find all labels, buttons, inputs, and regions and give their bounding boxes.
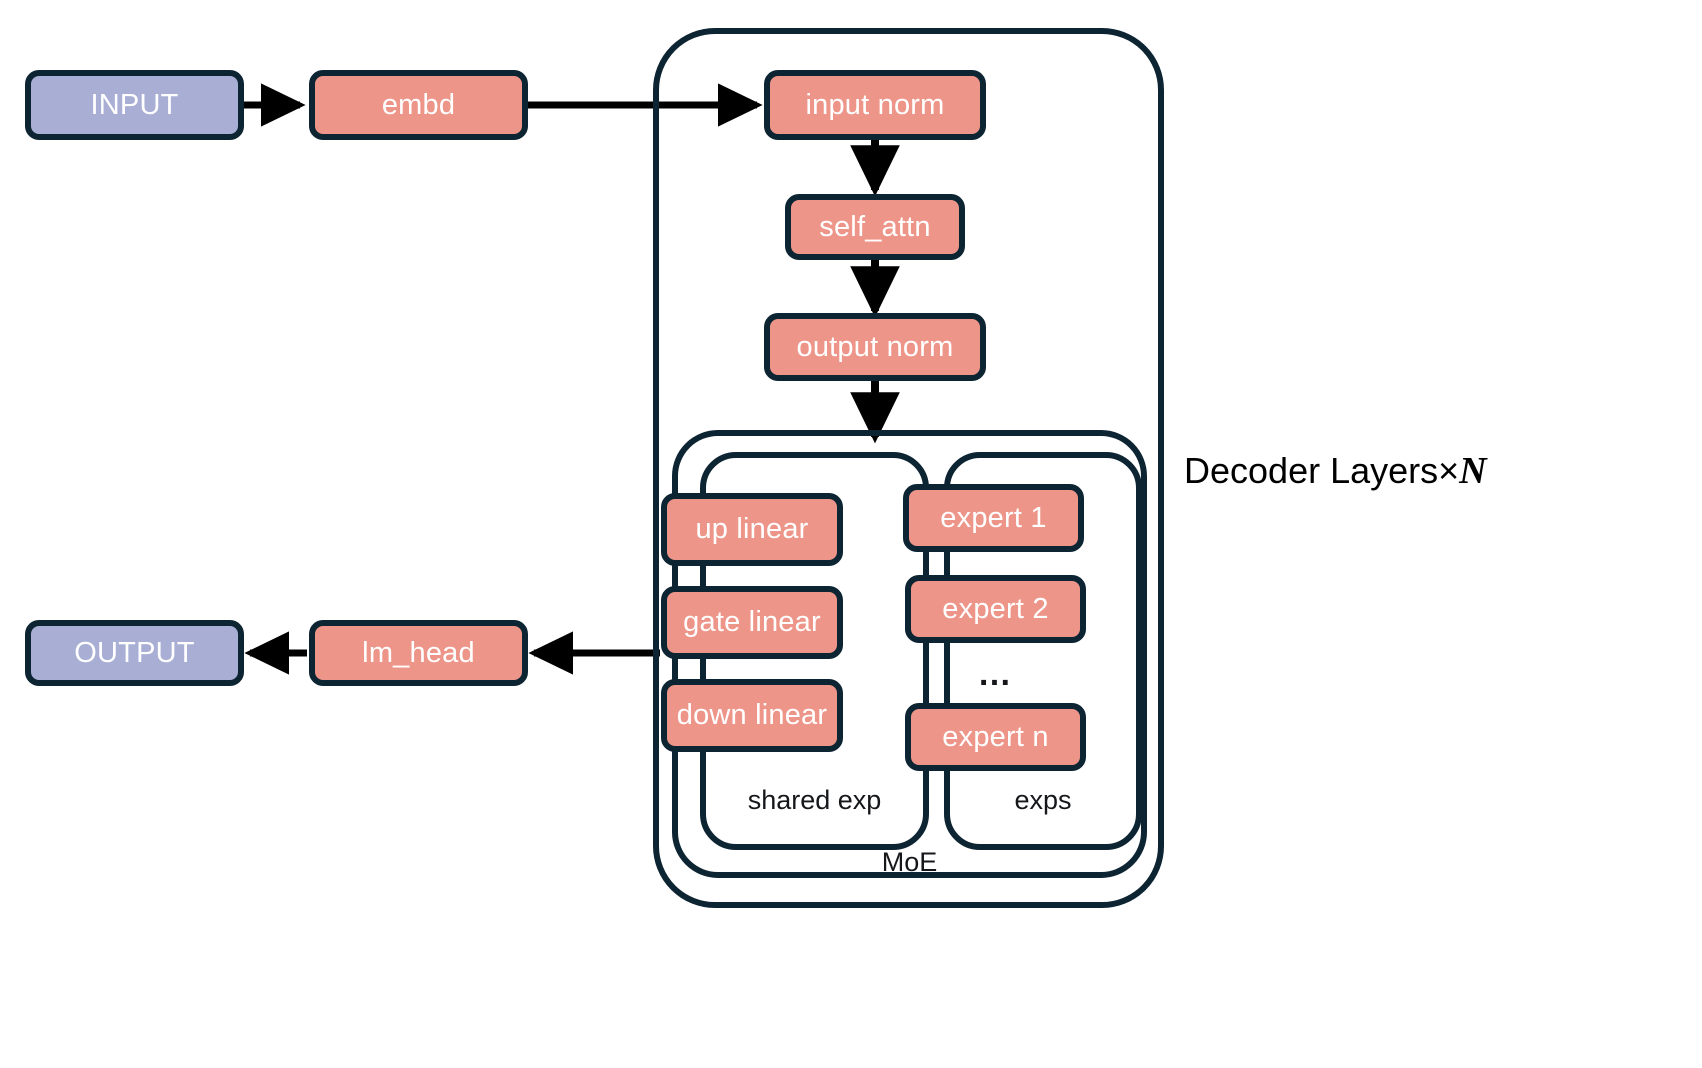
node-lm-head[interactable]: lm_head [309, 620, 528, 686]
node-output[interactable]: OUTPUT [25, 620, 244, 686]
exps-group-label: exps [1014, 785, 1072, 815]
node-up-linear[interactable]: up linear [661, 493, 843, 566]
node-embd[interactable]: embd [309, 70, 528, 140]
shared-exp-group-label: shared exp [747, 785, 882, 815]
node-input-norm[interactable]: input norm [764, 70, 986, 140]
decoder-layers-group [653, 28, 1164, 908]
node-gate-linear[interactable]: gate linear [661, 586, 843, 659]
node-expert-n[interactable]: expert n [905, 703, 1086, 771]
node-expert-1[interactable]: expert 1 [903, 484, 1084, 552]
decoder-layers-caption: Decoder Layers×N [1184, 452, 1487, 490]
node-input[interactable]: INPUT [25, 70, 244, 140]
exps-group [944, 452, 1142, 850]
moe-group-label: MoE [881, 847, 938, 877]
node-self-attn[interactable]: self_attn [785, 194, 965, 260]
expert-ellipsis: … [977, 655, 1014, 693]
node-output-norm[interactable]: output norm [764, 313, 986, 381]
caption-variable: N [1459, 450, 1487, 492]
caption-prefix: Decoder Layers× [1184, 450, 1460, 491]
node-expert-2[interactable]: expert 2 [905, 575, 1086, 643]
node-down-linear[interactable]: down linear [661, 679, 843, 752]
